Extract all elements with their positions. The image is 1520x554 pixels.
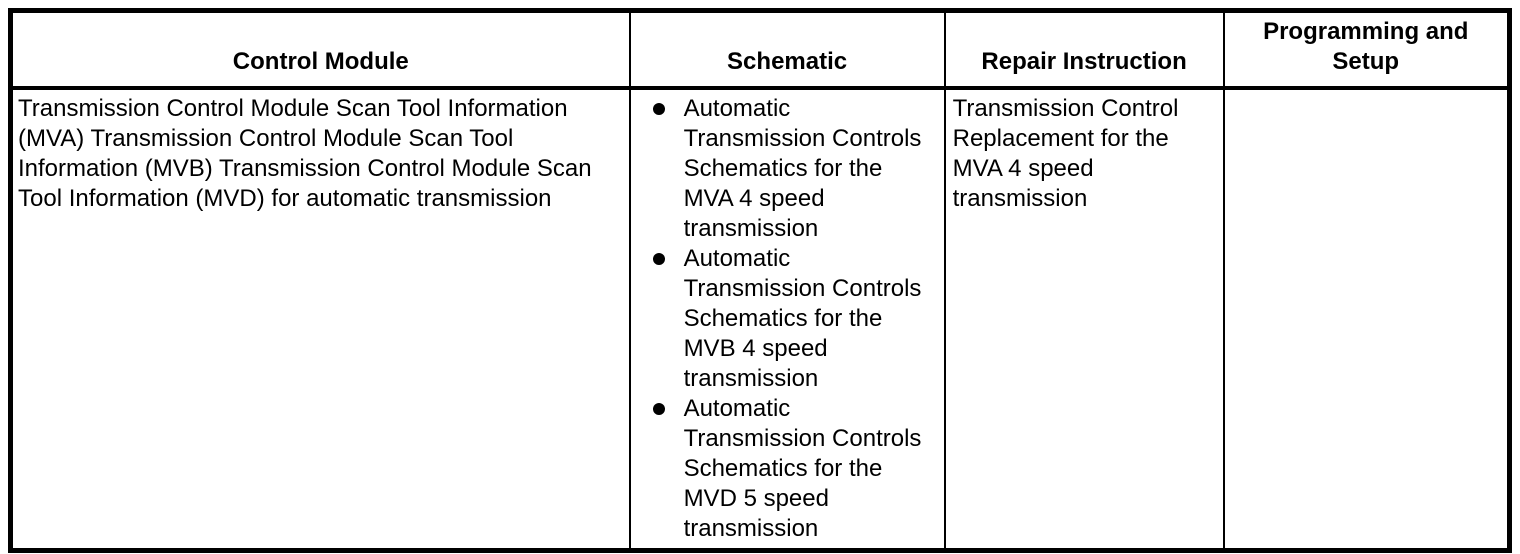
col-header-label: Repair Instruction [981,48,1187,75]
cell-schematic: Automatic Transmission Controls Schemati… [629,88,946,551]
control-module-text: Transmission Control Module Scan Tool In… [18,95,592,212]
cell-repair-instruction: Transmission Control Replacement for the… [944,88,1225,551]
bullet-icon [652,103,665,115]
col-header-label: Programming and Setup [1263,18,1469,75]
header-row: Control Module Schematic Repair Instruct… [10,10,1510,90]
bullet-icon [652,403,665,415]
list-item: Automatic Transmission Controls Schemati… [631,394,936,544]
cell-control-module: Transmission Control Module Scan Tool In… [10,88,631,551]
schematic-link-text: Automatic Transmission Controls Schemati… [683,245,922,392]
table-row: Transmission Control Module Scan Tool In… [10,88,1510,551]
col-header-control-module: Control Module [10,10,631,90]
col-header-label: Control Module [232,48,409,75]
col-header-programming-setup: Programming and Setup [1223,10,1510,90]
repair-instruction-text: Transmission Control Replacement for the… [952,95,1179,212]
schematic-link-text: Automatic Transmission Controls Schemati… [683,395,922,542]
schematic-link-text: Automatic Transmission Controls Schemati… [683,95,922,242]
col-header-repair-instruction: Repair Instruction [944,10,1225,90]
col-header-schematic: Schematic [629,10,946,90]
cell-programming-setup [1224,88,1510,551]
col-header-label: Schematic [727,48,848,75]
control-module-table: Control Module Schematic Repair Instruct… [8,8,1512,553]
bullet-icon [652,253,665,265]
list-item: Automatic Transmission Controls Schemati… [631,244,936,394]
list-item: Automatic Transmission Controls Schemati… [631,94,936,244]
